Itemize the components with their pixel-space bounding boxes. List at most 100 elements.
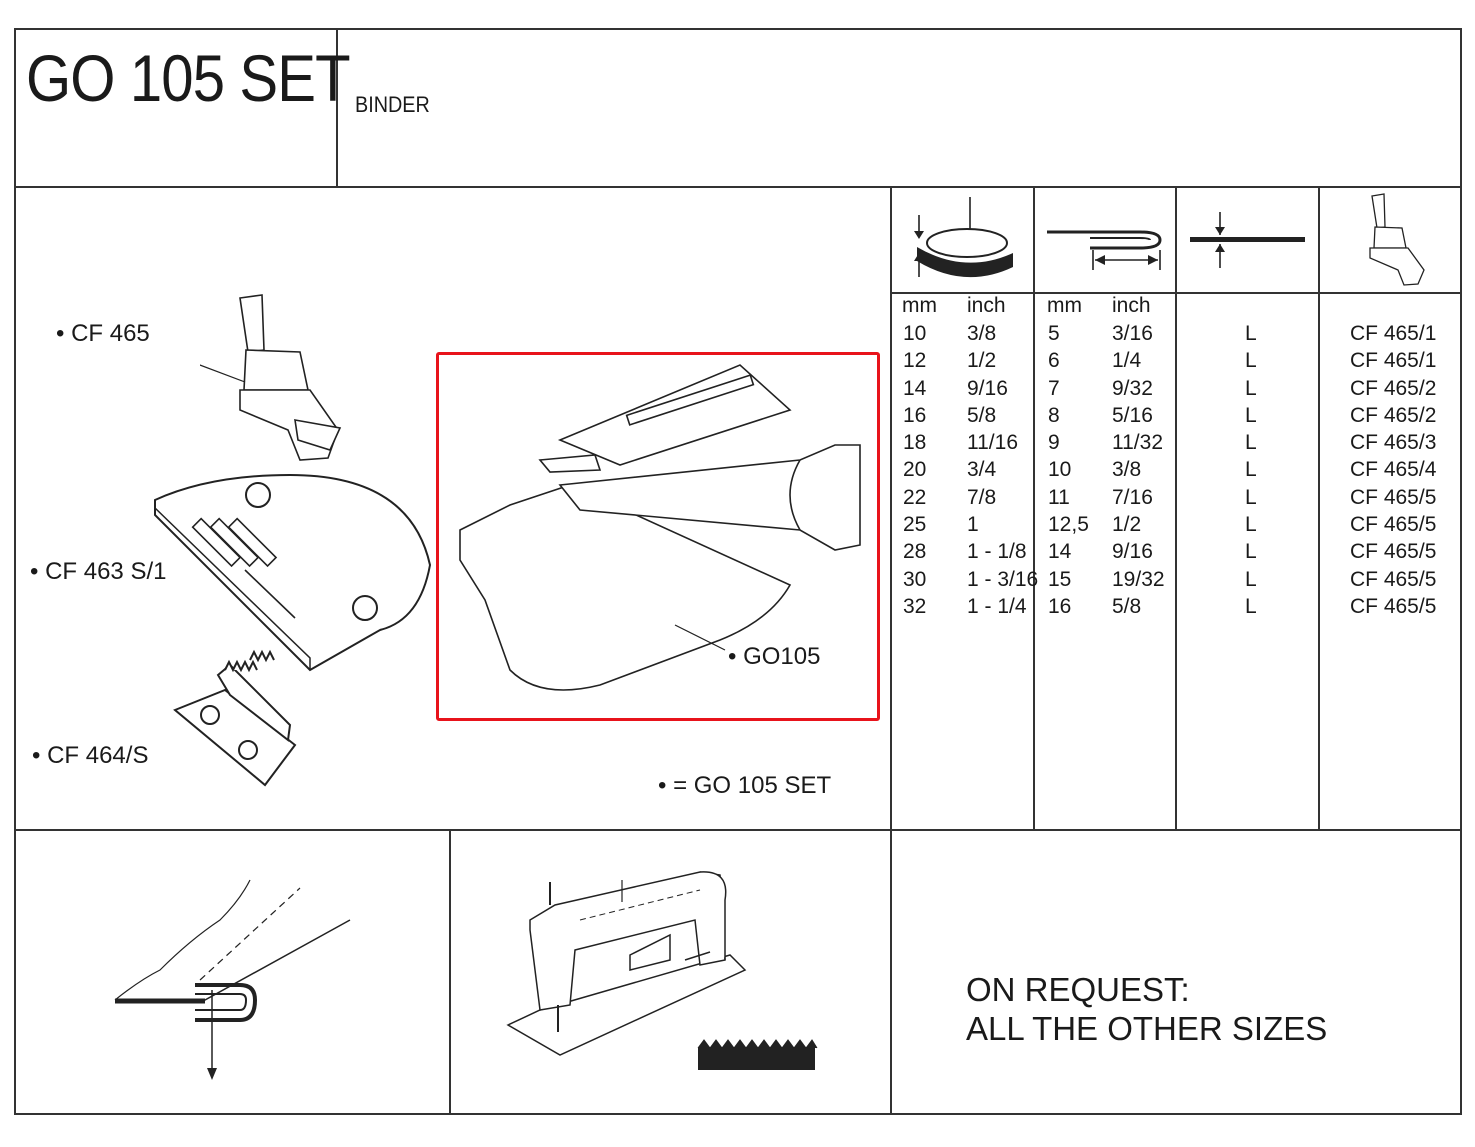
table-cell-in2: 9/32 bbox=[1112, 376, 1153, 400]
material-thickness-icon bbox=[1190, 212, 1305, 268]
table-col-in2: 3/16 1/4 9/32 5/16 11/32 3/8 7/16 1/2 9/16 19/32 5… bbox=[1112, 320, 1165, 620]
tape-width-icon bbox=[914, 197, 1013, 278]
table-cell-mm1: 32 bbox=[903, 594, 927, 618]
folded-width-icon bbox=[1047, 230, 1162, 270]
frame-bottom bbox=[14, 1113, 1462, 1115]
table-cell-in2: 3/16 bbox=[1112, 322, 1153, 345]
binder-drawing bbox=[459, 364, 861, 691]
col2-unit-inch: inch bbox=[1112, 294, 1151, 317]
title-divider bbox=[336, 28, 338, 188]
table-cell-foot: CF 465/5 bbox=[1350, 540, 1437, 564]
table-cell-mm2: 16 bbox=[1048, 594, 1072, 618]
note-line-2: ALL THE OTHER SIZES bbox=[966, 1010, 1328, 1047]
table-cell-in2: 1/4 bbox=[1112, 349, 1142, 373]
table-cell-in2: 5/8 bbox=[1112, 594, 1142, 618]
table-cell-foot: CF 465/1 bbox=[1350, 322, 1437, 345]
table-cell-type: L bbox=[1245, 485, 1257, 509]
table-cell-mm2: 5 bbox=[1048, 322, 1060, 345]
table-cell-mm2: 14 bbox=[1048, 540, 1072, 564]
table-cell-in2: 3/8 bbox=[1112, 458, 1142, 482]
table-col-divider-2 bbox=[1175, 186, 1177, 831]
feed-dog-drawing bbox=[173, 649, 297, 787]
table-cell-type: L bbox=[1245, 349, 1257, 373]
highlight-box bbox=[436, 352, 880, 721]
table-cell-mm1: 12 bbox=[903, 349, 927, 373]
table-cell-foot: CF 465/5 bbox=[1350, 513, 1437, 537]
part-label-cf463: • CF 463 S/1 bbox=[30, 558, 167, 585]
table-cell-mm2: 7 bbox=[1048, 376, 1060, 400]
table-col-divider-1 bbox=[1033, 186, 1035, 831]
table-cell-in2: 19/32 bbox=[1112, 567, 1165, 591]
table-col-foot: CF 465/1 CF 465/1 CF 465/2 CF 465/2 CF 465/3… bbox=[1350, 320, 1436, 620]
part-label-go105: • GO105 bbox=[728, 643, 821, 670]
table-cell-foot: CF 465/2 bbox=[1350, 403, 1437, 427]
table-col-mm2: 5 6 7 8 9 10 11 12,5 14 15 16 bbox=[1048, 320, 1089, 620]
part-label-cf465: • CF 465 bbox=[56, 320, 150, 347]
page-subtitle: BINDER bbox=[355, 92, 430, 117]
table-cell-mm1: 30 bbox=[903, 567, 927, 591]
table-cell-in2: 11/32 bbox=[1112, 431, 1163, 455]
table-cell-mm1: 18 bbox=[903, 431, 927, 455]
table-cell-type: L bbox=[1245, 431, 1257, 455]
table-cell-mm1: 16 bbox=[903, 403, 927, 427]
table-cell-in1: 9/16 bbox=[967, 376, 1008, 400]
middle-divider bbox=[14, 829, 1462, 831]
table-cell-foot: CF 465/5 bbox=[1350, 485, 1437, 509]
table-cell-in2: 7/16 bbox=[1112, 485, 1153, 509]
table-cell-mm2: 11 bbox=[1048, 485, 1070, 509]
table-cell-mm2: 6 bbox=[1048, 349, 1060, 373]
frame-top bbox=[14, 28, 1462, 30]
table-cell-mm2: 8 bbox=[1048, 403, 1060, 427]
table-cell-type: L bbox=[1245, 403, 1257, 427]
table-cell-mm1: 20 bbox=[903, 458, 927, 482]
presser-foot-drawing bbox=[200, 294, 342, 461]
table-cell-in1: 7/8 bbox=[967, 485, 997, 509]
table-cell-mm2: 10 bbox=[1048, 458, 1072, 482]
legend: • = GO 105 SET bbox=[658, 772, 832, 799]
frame-left bbox=[14, 28, 16, 1115]
table-cell-in1: 3/8 bbox=[967, 322, 997, 345]
presser-foot-icon bbox=[1369, 193, 1425, 286]
frame-right bbox=[1460, 28, 1462, 1115]
note-line-1: ON REQUEST: bbox=[966, 971, 1190, 1008]
table-cell-foot: CF 465/3 bbox=[1350, 431, 1437, 455]
table-cell-mm2: 12,5 bbox=[1048, 513, 1089, 537]
table-cell-mm1: 28 bbox=[903, 540, 927, 564]
table-header-divider bbox=[890, 292, 1462, 294]
part-label-cf464: • CF 464/S bbox=[32, 742, 149, 769]
table-col-divider-3 bbox=[1318, 186, 1320, 831]
page-title: GO 105 SET bbox=[26, 41, 351, 115]
table-cell-in2: 1/2 bbox=[1112, 513, 1142, 537]
needle-plate-drawing bbox=[154, 473, 432, 672]
binding-fold-icon bbox=[114, 879, 351, 1080]
table-cell-type: L bbox=[1245, 322, 1257, 345]
table-cell-mm1: 10 bbox=[903, 322, 927, 345]
col2-unit-mm: mm bbox=[1047, 294, 1082, 317]
table-cell-type: L bbox=[1245, 513, 1257, 537]
table-cell-foot: CF 465/5 bbox=[1350, 594, 1437, 618]
table-cell-foot: CF 465/2 bbox=[1350, 376, 1437, 400]
table-cell-type: L bbox=[1245, 376, 1257, 400]
sewing-machine-icon bbox=[506, 871, 818, 1070]
table-cell-in1: 1 - 3/16 bbox=[967, 567, 1039, 591]
table-cell-in2: 9/16 bbox=[1112, 540, 1153, 564]
table-cell-in1: 11/16 bbox=[967, 431, 1018, 455]
header-divider bbox=[14, 186, 1462, 188]
table-cell-type: L bbox=[1245, 567, 1257, 591]
table-cell-mm2: 9 bbox=[1048, 431, 1060, 455]
table-cell-in1: 1/2 bbox=[967, 349, 997, 373]
table-cell-in1: 1 bbox=[967, 513, 979, 537]
col1-unit-inch: inch bbox=[967, 294, 1006, 317]
table-cell-mm1: 22 bbox=[903, 485, 927, 509]
table-cell-mm2: 15 bbox=[1048, 567, 1072, 591]
bottom-panel-divider bbox=[449, 829, 451, 1115]
table-cell-type: L bbox=[1245, 540, 1257, 564]
table-cell-type: L bbox=[1245, 594, 1257, 618]
table-cell-mm1: 25 bbox=[903, 513, 927, 537]
table-left-divider bbox=[890, 186, 892, 1115]
table-cell-in2: 5/16 bbox=[1112, 403, 1153, 427]
table-cell-foot: CF 465/1 bbox=[1350, 349, 1437, 373]
table-cell-foot: CF 465/5 bbox=[1350, 567, 1437, 591]
